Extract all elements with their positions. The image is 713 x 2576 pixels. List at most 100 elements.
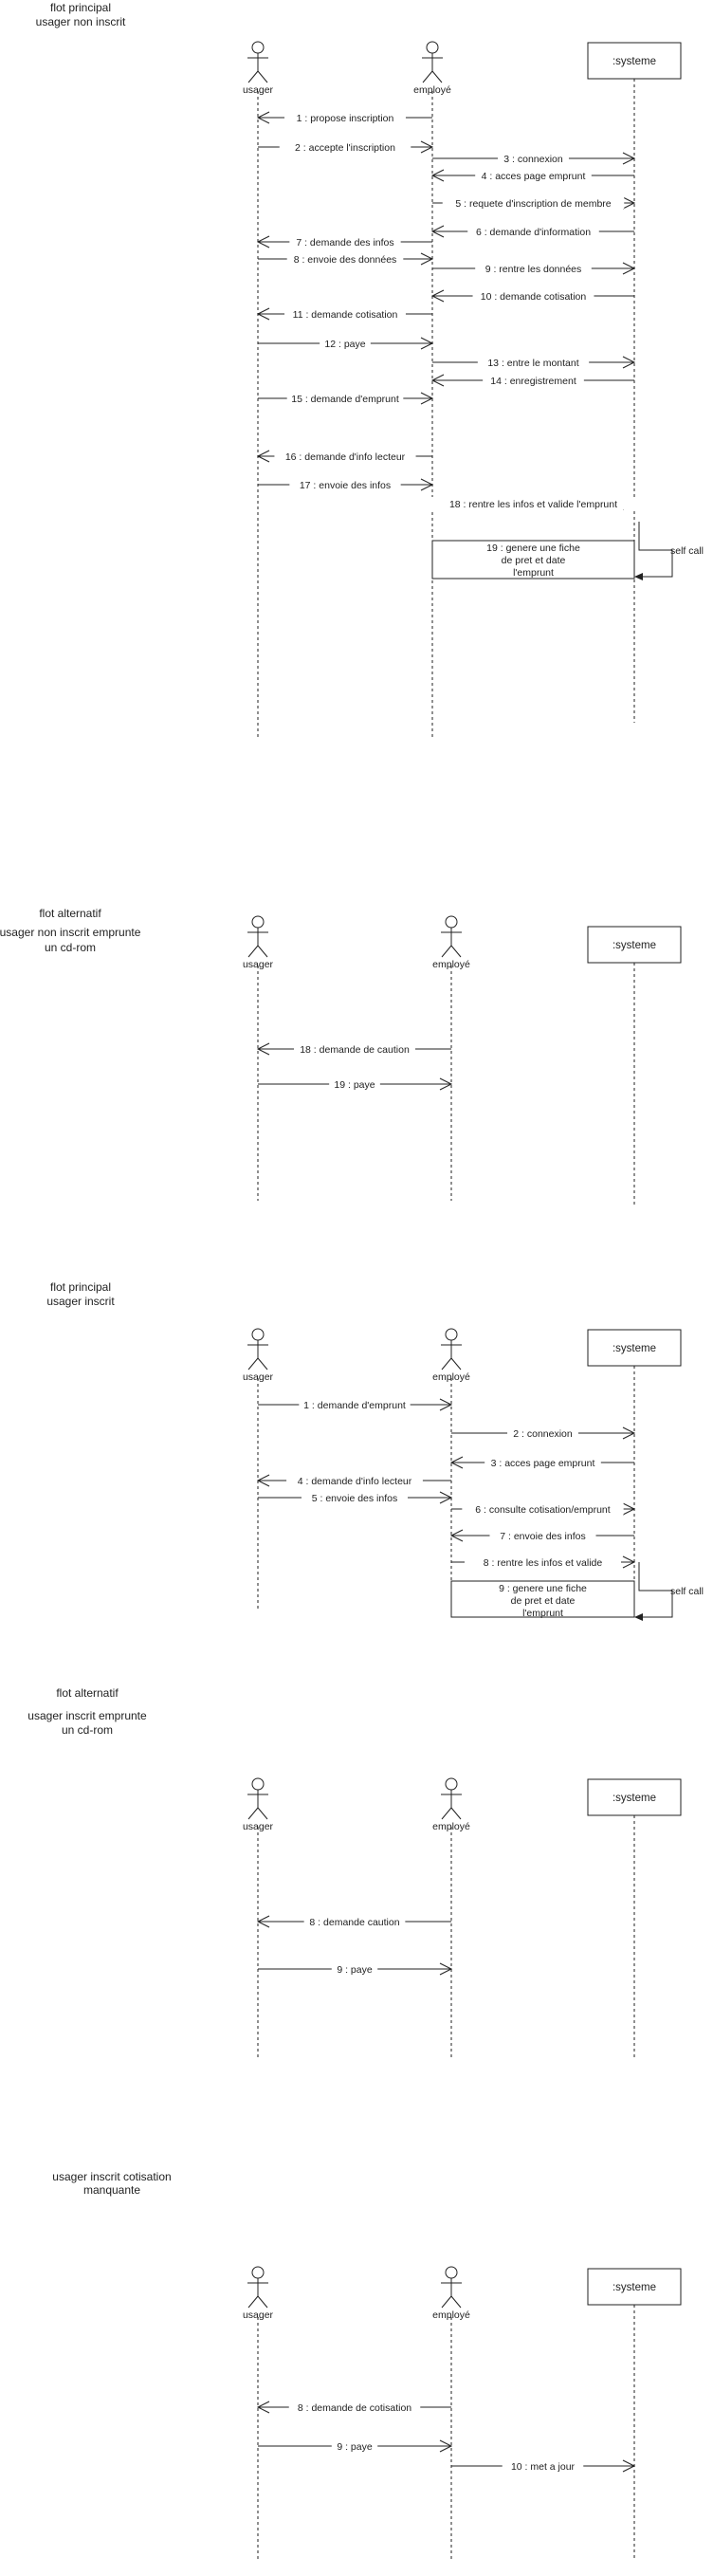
message: 9 : paye bbox=[258, 2439, 453, 2453]
message: 5 : requete d'inscription de membre bbox=[432, 196, 636, 210]
actor-leg bbox=[247, 70, 259, 83]
diagram-heading-line: flot alternatif bbox=[39, 907, 101, 920]
message-label: 8 : demande caution bbox=[309, 1917, 399, 1928]
actor-leg bbox=[441, 1807, 452, 1820]
message-arrow-head bbox=[256, 111, 270, 124]
actor-leg bbox=[450, 1357, 462, 1371]
message: 3 : acces page emprunt bbox=[449, 1456, 634, 1469]
message: 8 : demande de cotisation bbox=[256, 2401, 451, 2414]
message-arrow-head bbox=[622, 2459, 636, 2473]
message-label-bg bbox=[477, 356, 590, 368]
message: 9 : paye bbox=[258, 1962, 453, 1976]
message-label-bg bbox=[331, 1962, 378, 1975]
message: 18 : demande de caution bbox=[256, 1042, 451, 1056]
actor-leg bbox=[247, 1807, 259, 1820]
self-call: self call bbox=[634, 522, 704, 580]
actor-leg bbox=[441, 1357, 452, 1371]
actor-head bbox=[445, 2266, 458, 2279]
actor-label: employé bbox=[413, 84, 451, 96]
message-label: 3 : connexion bbox=[503, 154, 563, 165]
diagram-heading-line: usager inscrit emprunte bbox=[27, 1709, 147, 1722]
message-label-bg bbox=[475, 169, 592, 181]
message-label: 17 : envoie des infos bbox=[300, 480, 391, 491]
actor-leg bbox=[247, 2295, 259, 2309]
message-arrow-head bbox=[256, 2401, 270, 2414]
actor-label: usager bbox=[243, 84, 274, 96]
actor-leg bbox=[247, 1357, 259, 1371]
message: 1 : propose inscription bbox=[256, 111, 432, 124]
self-call-arrow-head bbox=[634, 1613, 643, 1621]
system-box bbox=[587, 1778, 682, 1816]
actor-label: employé bbox=[432, 959, 470, 970]
actor-leg bbox=[257, 1807, 268, 1820]
message-label: 13 : entre le montant bbox=[487, 358, 578, 369]
message-label: 6 : consulte cotisation/emprunt bbox=[475, 1504, 610, 1516]
message: 8 : demande caution bbox=[256, 1915, 451, 1928]
diagram-heading-line: usager inscrit bbox=[46, 1295, 115, 1308]
message-arrow-head bbox=[622, 356, 636, 369]
message-arrow-head bbox=[439, 2439, 453, 2453]
actor-leg bbox=[257, 945, 268, 958]
message-label-bg bbox=[289, 478, 401, 490]
actor-leg bbox=[257, 2295, 268, 2309]
message-label: 2 : accepte l'inscription bbox=[295, 142, 395, 154]
message-label-bg bbox=[288, 2401, 421, 2413]
message: 10 : demande cotisation bbox=[430, 289, 634, 303]
message-label-bg bbox=[284, 307, 406, 320]
actor-usager: usager bbox=[243, 2266, 274, 2561]
note-line: de pret et date bbox=[502, 555, 566, 566]
message-label-bg bbox=[286, 252, 404, 265]
self-call-label: self call bbox=[670, 545, 704, 557]
message-label: 2 : connexion bbox=[513, 1428, 573, 1440]
message-label: 5 : requete d'inscription de membre bbox=[455, 198, 611, 210]
actor-usager: usager bbox=[243, 41, 274, 740]
actor-leg bbox=[422, 70, 433, 83]
message-arrow-head bbox=[439, 1491, 453, 1504]
self-call-label: self call bbox=[670, 1586, 704, 1597]
actor-head bbox=[445, 1328, 458, 1341]
sequence-diagram-5: usager inscrit cotisationmanquanteusager… bbox=[52, 2170, 682, 2561]
actor-employe: employé bbox=[413, 41, 451, 740]
message-label-bg bbox=[286, 392, 404, 404]
message: 4 : acces page emprunt bbox=[430, 169, 634, 182]
message-label-bg bbox=[467, 225, 599, 237]
message-arrow-head bbox=[439, 1398, 453, 1411]
message-arrow-head bbox=[622, 262, 636, 275]
actor-leg bbox=[431, 70, 443, 83]
actor-head bbox=[445, 1777, 458, 1791]
message-label-bg bbox=[289, 235, 401, 248]
system-participant: :systeme bbox=[587, 1778, 682, 2060]
actor-label: usager bbox=[243, 959, 274, 970]
message: 3 : connexion bbox=[432, 152, 636, 165]
message: 6 : consulte cotisation/emprunt bbox=[451, 1502, 636, 1516]
message: 16 : demande d'info lecteur bbox=[256, 450, 432, 463]
note-line: 19 : genere une fiche bbox=[486, 543, 580, 554]
message-arrow-head bbox=[256, 1915, 270, 1928]
diagram-heading-line: usager inscrit cotisation bbox=[52, 2170, 171, 2183]
note-box bbox=[431, 540, 635, 580]
actor-label: usager bbox=[243, 1371, 274, 1383]
note-line: de pret et date bbox=[511, 1595, 576, 1607]
message-label: 5 : envoie des infos bbox=[312, 1493, 397, 1504]
message-arrow-head bbox=[420, 478, 434, 491]
message-label-bg bbox=[472, 289, 594, 302]
actor-leg bbox=[450, 2295, 462, 2309]
message-label: 6 : demande d'information bbox=[476, 227, 591, 238]
message-arrow-head bbox=[420, 392, 434, 405]
message-arrow-head bbox=[449, 1456, 464, 1469]
actor-leg bbox=[441, 945, 452, 958]
message: 12 : paye bbox=[258, 337, 434, 350]
message-label: 18 : rentre les infos et valide l'emprun… bbox=[449, 499, 617, 510]
actor-label: employé bbox=[432, 2309, 470, 2321]
message-label: 8 : demande de cotisation bbox=[298, 2402, 411, 2414]
message-arrow-head bbox=[420, 337, 434, 350]
message: 6 : demande d'information bbox=[430, 225, 634, 238]
message-arrow-head bbox=[420, 252, 434, 266]
system-label: :systeme bbox=[612, 56, 656, 67]
message-label-bg bbox=[303, 1915, 406, 1927]
message-arrow-head bbox=[430, 169, 445, 182]
actor-head bbox=[251, 915, 265, 929]
